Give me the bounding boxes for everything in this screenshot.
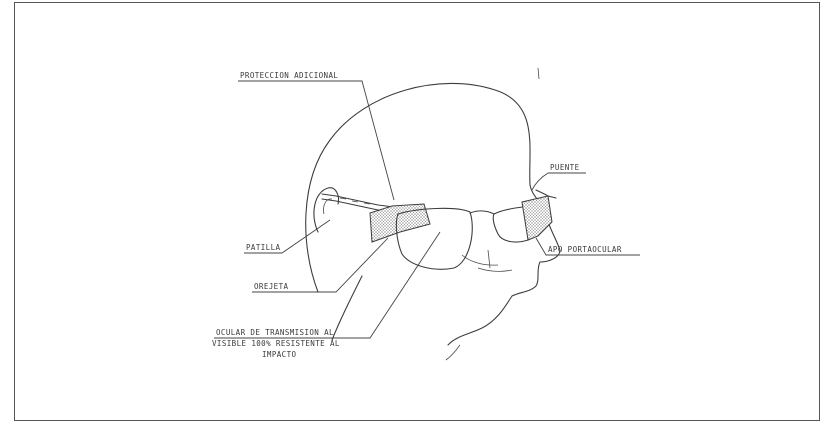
label-oculares-line3: IMPACTO [262,350,296,359]
leader-proteccion [238,81,394,200]
label-oculares-line2: VISIBLE 100% RESISTENTE AL [212,339,340,348]
mouth-line [478,268,512,271]
label-proteccion-adicional: PROTECCION ADICIONAL [240,71,338,80]
label-puente: PUENTE [550,163,580,172]
cheek-line [462,255,498,265]
neck-line [332,276,362,340]
ear-inner [323,199,332,214]
label-apo-portaocular: APO PORTAOCULAR [548,245,622,254]
right-side-shield [522,196,552,240]
crown-mark [538,68,539,79]
jaw-line [446,345,460,360]
label-orejeta: OREJETA [254,282,288,291]
head-outline [306,83,530,292]
label-oculares-line1: OCULAR DE TRANSMISION AL [216,328,334,337]
label-patilla: PATILLA [246,243,280,252]
bridge [470,211,494,214]
leader-puente [532,173,586,190]
